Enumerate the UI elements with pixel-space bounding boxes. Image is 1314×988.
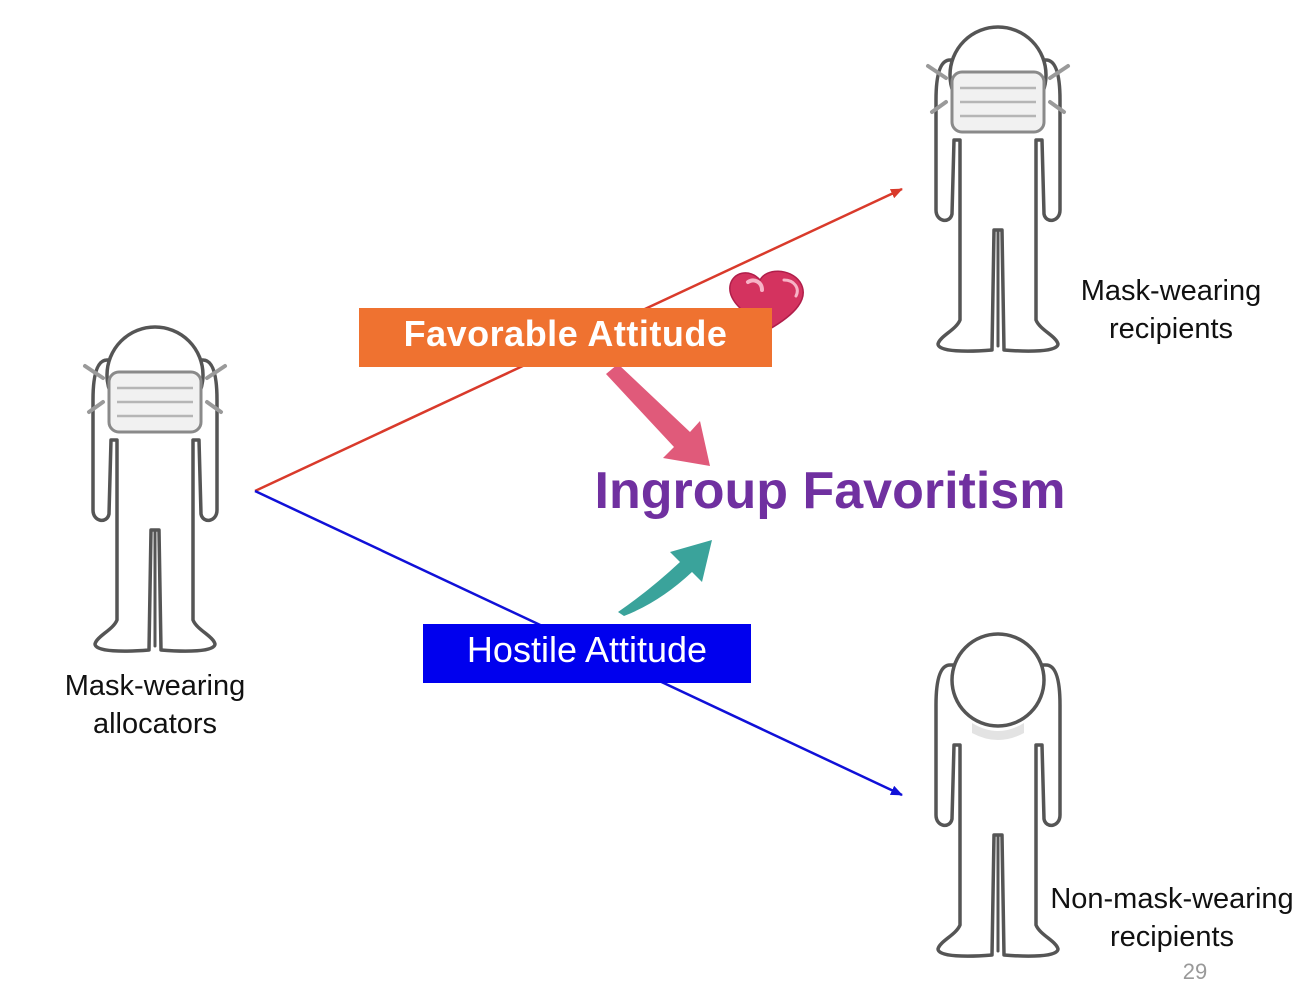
ingroup-favoritism-title: Ingroup Favoritism (594, 462, 1066, 520)
arrow-icon (606, 364, 710, 466)
nonmask-recipients-label-line2: recipients (1109, 921, 1235, 953)
nonmask-recipients-label-line1: Non-mask-wearing (1050, 883, 1294, 915)
face-mask-icon (950, 70, 1046, 134)
allocators-label-line1: Mask-wearing (64, 670, 246, 702)
allocators-label: Mask-wearing allocators (30, 667, 280, 743)
mask-recipients-label: Mask-wearing recipients (1046, 272, 1296, 348)
mask-recipient-person-icon (926, 25, 1070, 353)
favorable-attitude-box: Favorable Attitude (359, 308, 772, 367)
face-mask-icon (107, 370, 203, 434)
allocators-label-line2: allocators (92, 708, 218, 740)
mask-recipients-label-line2: recipients (1108, 313, 1234, 345)
nonmask-recipient-person-icon (934, 632, 1062, 958)
arrow-icon (618, 540, 712, 616)
nonmask-recipients-label: Non-mask-wearing recipients (1030, 880, 1314, 956)
allocator-person-icon (83, 325, 227, 653)
hostile-attitude-box: Hostile Attitude (423, 624, 751, 683)
mask-recipients-label-line1: Mask-wearing (1080, 275, 1262, 307)
page-number: 29 (1182, 959, 1208, 984)
